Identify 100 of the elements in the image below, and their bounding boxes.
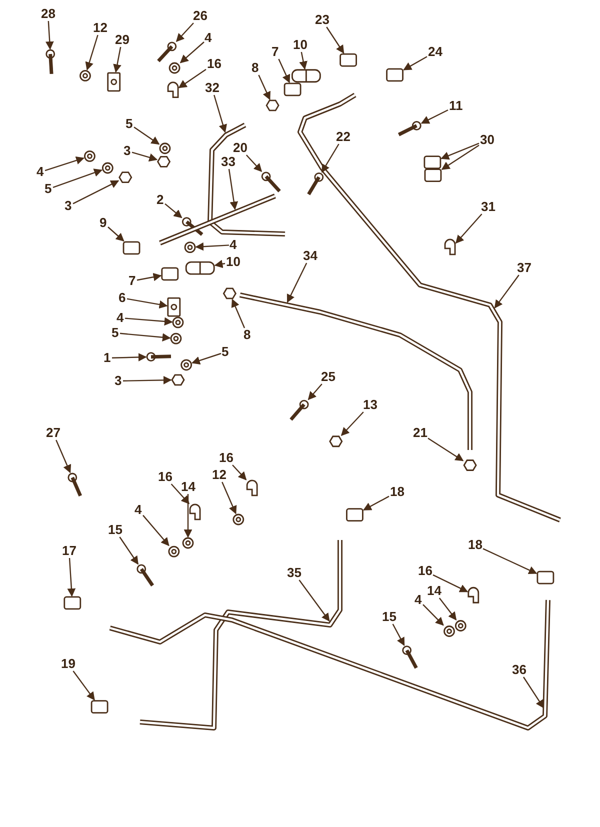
callout-number: 33 <box>220 155 236 169</box>
callout-number: 1 <box>102 351 112 365</box>
callout-number: 17 <box>61 544 78 558</box>
leader-line <box>124 317 173 326</box>
leader-line <box>136 272 162 282</box>
bolt-part <box>46 49 56 74</box>
leader-line <box>122 376 172 384</box>
callout-number: 23 <box>314 13 330 27</box>
callout-number: 35 <box>286 566 302 580</box>
callout-number: 5 <box>44 182 53 196</box>
washer-part <box>168 62 180 74</box>
leader-line <box>44 156 84 172</box>
leader-line <box>132 152 158 162</box>
callout-number: 4 <box>204 31 213 45</box>
leader-line <box>142 514 170 546</box>
bracket-part <box>167 297 181 317</box>
leader-line <box>440 142 480 160</box>
callout-number: 21 <box>412 426 428 440</box>
leader-line <box>222 482 237 514</box>
nut-part <box>222 288 236 300</box>
callout-number: 7 <box>128 274 137 288</box>
fuel-pipe <box>239 292 472 450</box>
leader-line <box>126 298 168 309</box>
leader-line <box>45 20 54 50</box>
valve-part <box>185 261 215 275</box>
leader-line <box>523 676 544 708</box>
nut-part <box>156 156 171 168</box>
callout-number: 29 <box>114 33 130 47</box>
callout-number: 14 <box>426 584 442 598</box>
callout-number: 4 <box>116 311 125 325</box>
washer-part <box>170 332 182 344</box>
leader-line <box>308 384 322 400</box>
callout-number: 25 <box>320 370 336 384</box>
callout-number: 37 <box>516 261 532 275</box>
leader-line <box>184 494 192 538</box>
callout-number: 10 <box>292 38 308 52</box>
callout-number: 18 <box>467 538 484 552</box>
nut-part <box>118 172 132 184</box>
leader-line <box>231 298 246 328</box>
fuel-pipe <box>208 122 286 236</box>
leader-line <box>113 46 122 73</box>
callout-number: 19 <box>60 657 76 671</box>
leader-line <box>228 168 238 210</box>
callout-number: 22 <box>335 130 352 144</box>
leader-line <box>164 203 182 218</box>
leader-line <box>258 74 270 100</box>
callout-number: 16 <box>417 564 434 578</box>
bracket-part <box>107 72 121 92</box>
leader-line <box>299 52 308 70</box>
callout-number: 12 <box>211 468 228 482</box>
leader-line <box>455 214 482 244</box>
callout-number: 16 <box>157 470 174 484</box>
washer-part <box>182 537 194 549</box>
leader-line <box>56 440 72 474</box>
bolt-part <box>146 352 172 362</box>
leader-line <box>403 56 428 70</box>
fitting-part <box>340 53 357 67</box>
leader-line <box>120 332 171 342</box>
callout-number: 3 <box>122 144 132 158</box>
clamp-part <box>167 82 179 98</box>
callout-number: 5 <box>110 326 120 340</box>
fitting-part <box>161 267 179 281</box>
fitting-part <box>64 596 82 610</box>
callout-number: 30 <box>479 133 496 147</box>
leader-line <box>246 154 262 172</box>
leader-line <box>482 548 538 574</box>
leader-line <box>72 180 120 204</box>
leader-line <box>119 536 138 565</box>
leader-line <box>180 42 204 64</box>
bolt-part <box>398 120 422 136</box>
leader-line <box>112 353 147 362</box>
callout-number: 13 <box>362 398 378 412</box>
valve-part <box>291 69 321 83</box>
nut-part <box>266 100 280 112</box>
leader-line <box>321 144 340 173</box>
leader-line <box>176 22 194 42</box>
callout-number: 14 <box>180 480 196 494</box>
callout-number: 4 <box>134 503 143 517</box>
callout-number: 24 <box>427 45 444 59</box>
callout-number: 31 <box>480 200 496 214</box>
callout-number: 28 <box>40 7 56 21</box>
callout-number: 26 <box>192 9 208 23</box>
leader-line <box>420 109 448 124</box>
leader-line <box>108 226 124 242</box>
callout-number: 27 <box>45 426 62 440</box>
fitting-part <box>122 241 140 255</box>
callout-number: 7 <box>270 45 280 59</box>
callout-number: 4 <box>414 593 423 607</box>
washer-part <box>84 150 96 162</box>
callout-number: 10 <box>225 255 242 269</box>
leader-line <box>362 496 390 511</box>
leader-line <box>214 94 227 133</box>
leader-line <box>214 260 226 268</box>
callout-number: 2 <box>156 193 165 207</box>
bolt-part <box>182 217 204 236</box>
fitting-part <box>284 82 302 96</box>
bolt-part <box>68 472 82 497</box>
callout-number: 16 <box>218 451 234 465</box>
leader-line <box>494 274 520 308</box>
washer-part <box>80 70 91 82</box>
